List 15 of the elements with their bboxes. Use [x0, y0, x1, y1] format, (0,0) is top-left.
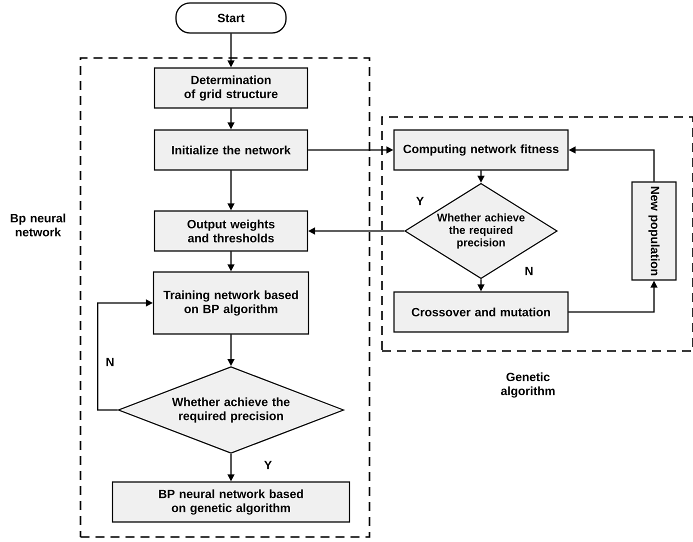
node-label: Genetic algorithm [501, 372, 555, 398]
process-box: BP neural network based on genetic algorithm [112, 481, 350, 523]
process-box: Initialize the network [154, 129, 308, 171]
process-box: Training network based on BP algorithm [152, 271, 310, 335]
edge-label: N [106, 358, 114, 366]
process-box: Crossover and mutation [393, 291, 569, 333]
process-box: New population [631, 181, 677, 281]
process-box: Output weights and thresholds [154, 210, 308, 252]
edge-label: Y [416, 196, 424, 206]
node-label: Bp neural network [10, 214, 66, 236]
edge-label: N [525, 266, 533, 276]
edge-label: Y [264, 460, 272, 470]
start-terminal: Start [175, 2, 287, 34]
process-box: Computing network fitness [393, 129, 569, 171]
process-box: Determination of grid structure [154, 67, 308, 109]
